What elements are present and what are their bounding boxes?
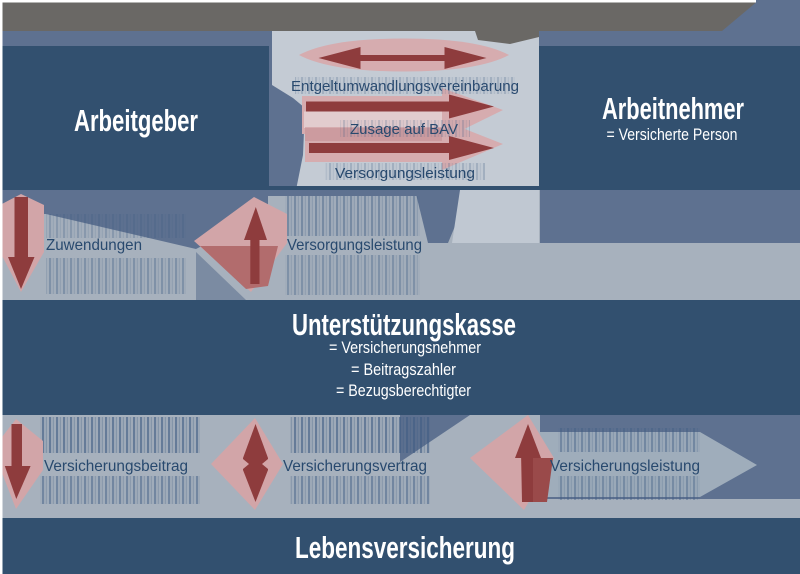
svg-text:Versicherungsbeitrag: Versicherungsbeitrag (44, 458, 188, 475)
svg-text:= Bezugsberechtigter: = Bezugsberechtigter (336, 381, 471, 400)
svg-text:Zuwendungen: Zuwendungen (46, 237, 142, 254)
svg-text:Arbeitgeber: Arbeitgeber (74, 103, 198, 138)
svg-text:Versicherungsleistung: Versicherungsleistung (550, 458, 700, 475)
svg-text:Versorgungsleistung: Versorgungsleistung (287, 237, 422, 254)
svg-text:= Versicherungsnehmer: = Versicherungsnehmer (329, 338, 481, 357)
svg-text:Versicherungsvertrag: Versicherungsvertrag (283, 458, 427, 475)
svg-text:= Beitragszahler: = Beitragszahler (351, 360, 456, 379)
svg-text:Zusage auf BAV: Zusage auf BAV (350, 121, 458, 138)
svg-text:= Versicherte Person: = Versicherte Person (607, 125, 738, 144)
svg-text:Unterstützungskasse: Unterstützungskasse (292, 307, 516, 342)
svg-text:Lebensversicherung: Lebensversicherung (295, 530, 515, 565)
svg-text:Versorgungsleistung: Versorgungsleistung (335, 165, 475, 182)
svg-text:Arbeitnehmer: Arbeitnehmer (602, 91, 744, 126)
